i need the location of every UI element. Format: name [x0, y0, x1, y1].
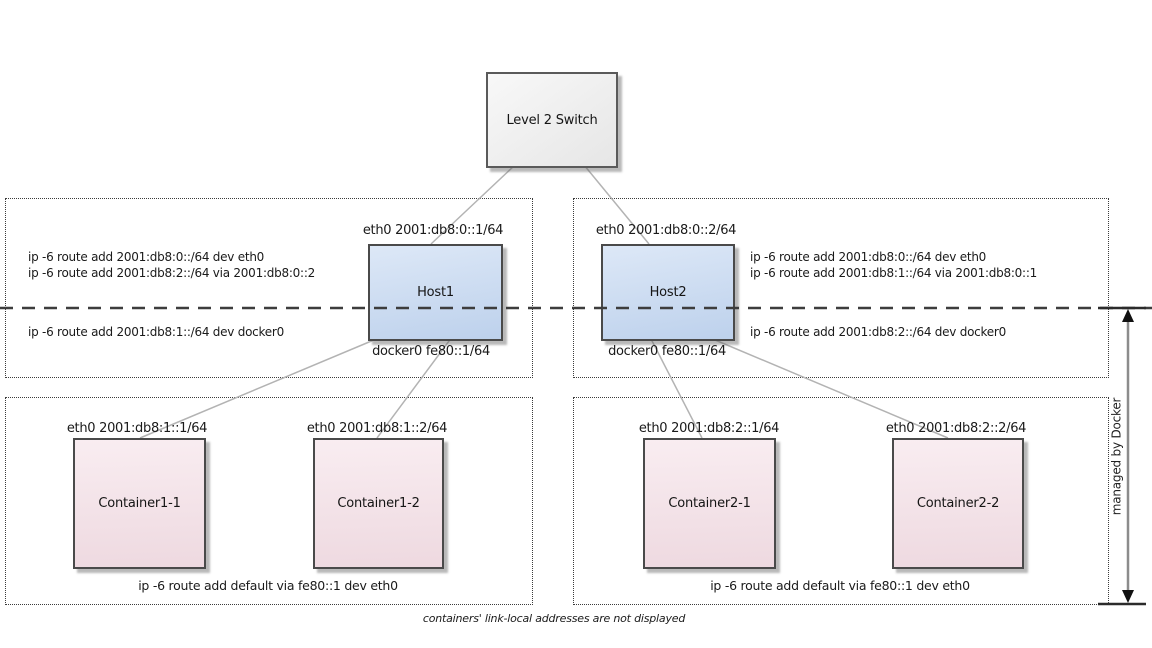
container1-1-label: Container1-1: [98, 496, 181, 511]
container2-2-eth0-label: eth0 2001:db8:2::2/64: [885, 421, 1027, 436]
host1-eth0-label: eth0 2001:db8:0::1/64: [362, 223, 504, 238]
container1-2-label: Container1-2: [337, 496, 420, 511]
container2-2-node: Container2-2: [892, 438, 1024, 569]
container2-1-label: Container2-1: [668, 496, 751, 511]
container1-2-node: Container1-2: [313, 438, 444, 569]
host1-label: Host1: [417, 285, 454, 300]
container2-1-node: Container2-1: [643, 438, 776, 569]
host2-route-eth0: ip -6 route add 2001:db8:0::/64 dev eth0…: [750, 249, 1037, 281]
container2-1-eth0-label: eth0 2001:db8:2::1/64: [638, 421, 780, 436]
host2-route-line1: ip -6 route add 2001:db8:0::/64 dev eth0: [750, 250, 987, 264]
arrow-up-head-icon: [1122, 309, 1134, 322]
footer-caption: containers' link-local addresses are not…: [422, 612, 686, 625]
arrow-down-head-icon: [1122, 590, 1134, 603]
host2-route-line2: ip -6 route add 2001:db8:1::/64 via 2001…: [750, 266, 1038, 280]
host1-docker0-label: docker0 fe80::1/64: [372, 344, 490, 359]
container1-1-node: Container1-1: [73, 438, 206, 569]
host2-route-docker0: ip -6 route add 2001:db8:2::/64 dev dock…: [750, 325, 1007, 339]
host2-label: Host2: [649, 285, 687, 300]
switch-label: Level 2 Switch: [506, 112, 598, 128]
host2-eth0-label: eth0 2001:db8:0::2/64: [595, 223, 737, 238]
container1-1-eth0-label: eth0 2001:db8:1::1/64: [66, 421, 208, 436]
group2-default-route: ip -6 route add default via fe80::1 dev …: [710, 578, 970, 593]
group1-default-route: ip -6 route add default via fe80::1 dev …: [138, 578, 398, 593]
level2-switch-node: Level 2 Switch: [486, 72, 618, 168]
host1-route-line1: ip -6 route add 2001:db8:0::/64 dev eth0: [28, 250, 265, 264]
container2-2-label: Container2-2: [916, 496, 1000, 511]
host1-route-line2: ip -6 route add 2001:db8:2::/64 via 2001…: [28, 266, 316, 280]
host1-route-docker0: ip -6 route add 2001:db8:1::/64 dev dock…: [28, 325, 285, 339]
container1-2-eth0-label: eth0 2001:db8:1::2/64: [306, 421, 448, 436]
managed-by-docker-label: managed by Docker: [1109, 397, 1124, 516]
host2-node: Host2: [601, 244, 735, 341]
host2-docker0-label: docker0 fe80::1/64: [608, 344, 726, 359]
host1-node: Host1: [368, 244, 503, 341]
host1-route-eth0: ip -6 route add 2001:db8:0::/64 dev eth0…: [28, 249, 315, 281]
